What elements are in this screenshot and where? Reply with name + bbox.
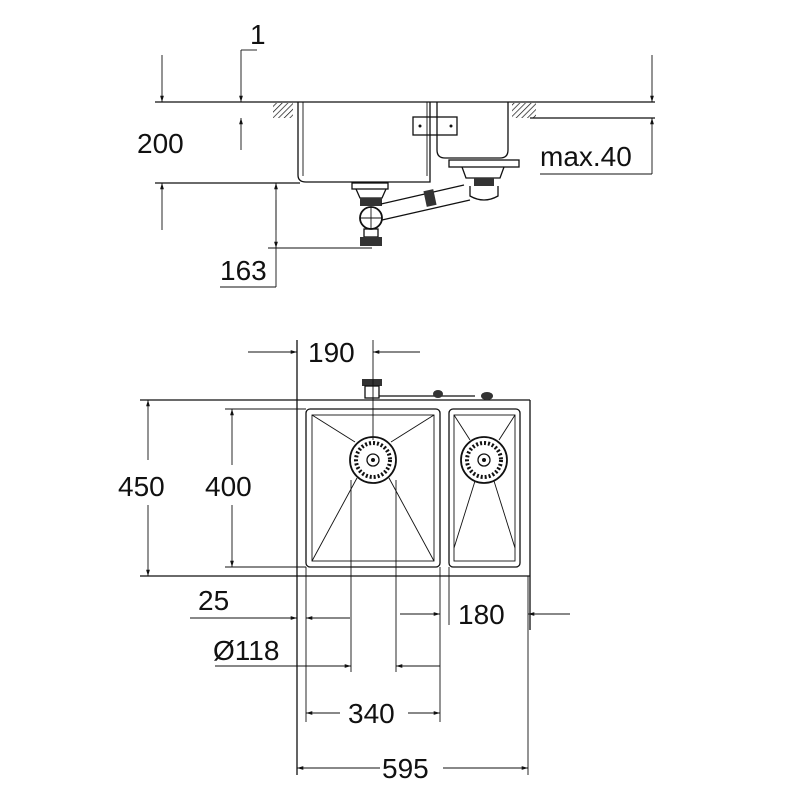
- drain-strainer-icon: [460, 436, 508, 484]
- dim-drain-diameter: Ø118: [213, 635, 279, 666]
- dim-depth: 200: [137, 128, 184, 159]
- dim-small-bowl: 180: [458, 599, 505, 630]
- dim-thickness: 1: [250, 19, 266, 50]
- dim-outer-depth: 450: [118, 471, 165, 502]
- dim-siphon: 163: [220, 255, 267, 286]
- plan-view: 190 450 400 25 Ø118 180 340 595: [118, 337, 570, 784]
- dim-main-bowl: 340: [348, 698, 395, 729]
- drain-strainer-icon: [349, 436, 397, 484]
- overflow-bracket: [412, 116, 458, 136]
- side-view: 1 200 max.40 163: [137, 19, 655, 288]
- countertop-hatch-right: [512, 103, 536, 118]
- siphon-icon: [351, 159, 520, 246]
- main-bowl-section: [297, 102, 431, 183]
- dim-overall: 595: [382, 753, 429, 784]
- small-bowl: [448, 408, 521, 568]
- dim-counter: max.40: [540, 141, 632, 172]
- small-bowl-section: [436, 102, 509, 159]
- dim-drain-offset: 190: [308, 337, 355, 368]
- overflow-fitting-icon: [362, 379, 493, 400]
- dim-edge: 25: [198, 585, 229, 616]
- countertop-hatch-left: [273, 103, 293, 118]
- dim-bowl-depth: 400: [205, 471, 252, 502]
